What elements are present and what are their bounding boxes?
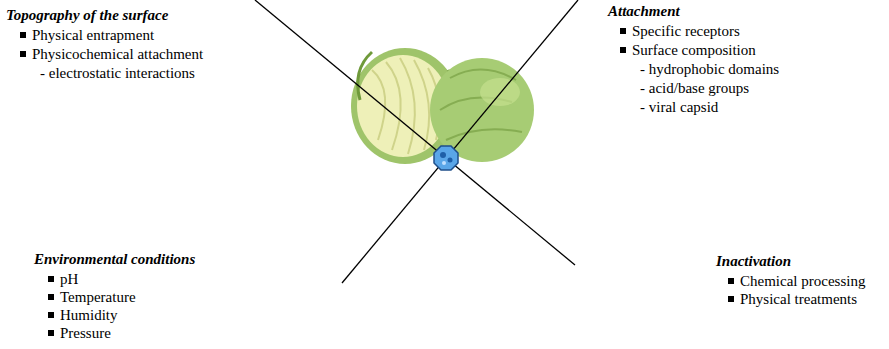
sub-item: - hydrophobic domains — [640, 60, 779, 78]
divider-line — [342, 0, 578, 283]
bullet-item: Pressure — [48, 324, 111, 342]
label-slot: Topography of the surface — [6, 6, 168, 24]
cabbage-highlight — [480, 78, 520, 106]
sub-item: - electrostatic interactions — [40, 64, 195, 82]
virus-detail — [442, 161, 446, 165]
label-slot: Humidity — [48, 306, 118, 324]
bullet-item: Chemical processing — [728, 272, 865, 290]
label-slot: Surface composition — [620, 41, 756, 59]
category-heading: Inactivation — [716, 252, 791, 270]
label-slot: - hydrophobic domains — [640, 60, 779, 78]
bullet-item: Physicochemical attachment — [20, 45, 203, 63]
label-slot: - electrostatic interactions — [40, 64, 195, 82]
label-slot: - viral capsid — [640, 98, 718, 116]
label-slot: Pressure — [48, 324, 111, 342]
label-slot: Attachment — [608, 2, 680, 20]
category-heading: Attachment — [608, 2, 680, 20]
bullet-item: Specific receptors — [620, 22, 740, 40]
label-slot: Specific receptors — [620, 22, 740, 40]
label-slot: pH — [48, 270, 78, 288]
cabbage-head-veins — [440, 69, 522, 140]
label-slot: - acid/base groups — [640, 79, 749, 97]
category-heading: Topography of the surface — [6, 6, 168, 24]
cross-lines — [255, 0, 578, 283]
divider-line — [255, 0, 575, 265]
label-slot: Physical entrapment — [20, 26, 154, 44]
category-heading: Environmental conditions — [34, 250, 195, 268]
bullet-item: Physical treatments — [728, 290, 857, 308]
virus-detail — [440, 152, 446, 158]
label-slot: Environmental conditions — [34, 250, 195, 268]
bullet-item: pH — [48, 270, 78, 288]
virus-capsid — [434, 146, 458, 170]
bullet-item: Humidity — [48, 306, 118, 324]
bullet-item: Temperature — [48, 288, 136, 306]
label-slot: Physical treatments — [728, 290, 857, 308]
bullet-item: Physical entrapment — [20, 26, 154, 44]
sub-item: - acid/base groups — [640, 79, 749, 97]
virus-icon — [434, 146, 458, 170]
bullet-item: Surface composition — [620, 41, 756, 59]
virus-detail — [448, 158, 453, 163]
label-slot: Temperature — [48, 288, 136, 306]
label-slot: Chemical processing — [728, 272, 865, 290]
label-slot: Inactivation — [716, 252, 791, 270]
label-slot: Physicochemical attachment — [20, 45, 203, 63]
sub-item: - viral capsid — [640, 98, 718, 116]
